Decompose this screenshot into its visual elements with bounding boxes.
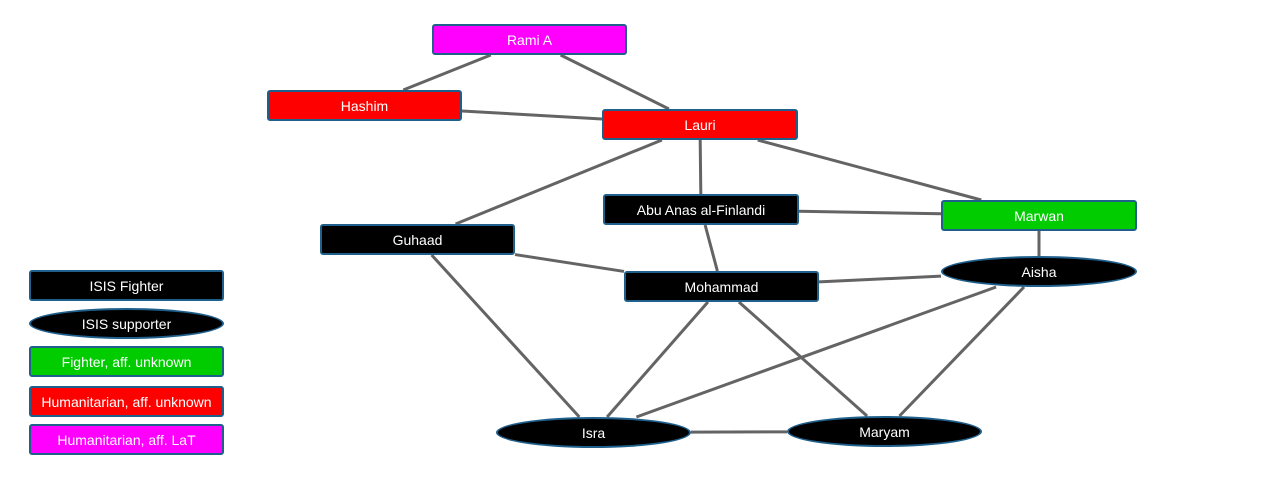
legend-isis-fighter: ISIS Fighter	[29, 270, 224, 301]
edge-hashim-lauri	[461, 109, 603, 121]
edge-mohammad-aisha	[818, 274, 942, 284]
node-aisha: Aisha	[941, 256, 1137, 287]
node-isra: Isra	[496, 417, 691, 448]
edge-abu_anas-mohammad	[703, 224, 719, 272]
legend-humanitarian-aff-lat: Humanitarian, aff. LaT	[29, 424, 224, 455]
edge-lauri-abu_anas	[698, 139, 703, 195]
edge-mohammad-maryam	[737, 300, 869, 418]
edge-rami-lauri	[559, 53, 670, 111]
legend-fighter-aff-unknown: Fighter, aff. unknown	[29, 346, 224, 377]
edge-abu_anas-marwan	[798, 209, 942, 216]
node-hashim: Hashim	[267, 90, 462, 121]
edge-guhaad-isra	[430, 253, 581, 419]
edge-lauri-marwan	[757, 138, 982, 202]
edge-mohammad-isra	[605, 301, 710, 418]
node-abu-anas-al-finlandi: Abu Anas al-Finlandi	[603, 194, 799, 225]
node-guhaad: Guhaad	[320, 224, 515, 255]
edge-aisha-maryam	[898, 285, 1026, 418]
edge-aisha-isra	[635, 285, 997, 419]
node-marwan: Marwan	[941, 200, 1137, 231]
node-mohammad: Mohammad	[624, 271, 819, 302]
edge-lauri-guhaad	[455, 138, 663, 226]
legend-isis-supporter: ISIS supporter	[29, 308, 224, 339]
legend-humanitarian-aff-unknown: Humanitarian, aff. unknown	[29, 386, 224, 417]
node-lauri: Lauri	[602, 109, 798, 140]
edge-guhaad-mohammad	[514, 253, 625, 273]
edge-rami-hashim	[402, 53, 492, 92]
node-maryam: Maryam	[787, 416, 982, 447]
node-rami-a: Rami A	[432, 24, 627, 55]
